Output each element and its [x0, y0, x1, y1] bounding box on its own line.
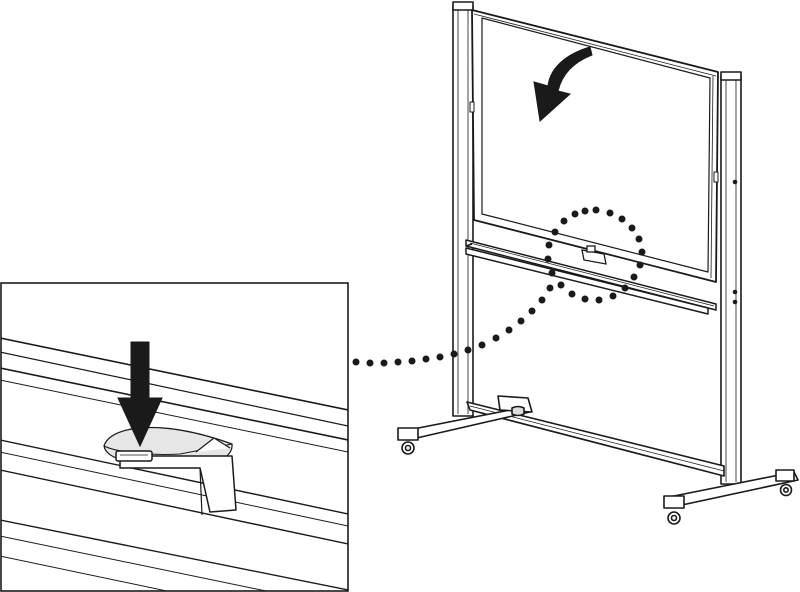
marker-tray — [465, 239, 717, 315]
right-rear-caster — [775, 469, 795, 497]
latch-button — [115, 450, 153, 462]
tilt-board-arrow — [533, 46, 593, 122]
inset-detail — [0, 282, 349, 592]
right-front-caster — [663, 495, 685, 525]
board-writing-surface — [481, 17, 711, 273]
stand-frame — [397, 1, 799, 525]
right-upright — [720, 75, 742, 485]
whiteboard-panel — [469, 9, 719, 283]
bottom-cross-bar — [466, 401, 725, 477]
left-front-caster — [397, 427, 419, 455]
board-latch-small — [581, 245, 607, 265]
press-latch-arrow — [117, 341, 163, 448]
